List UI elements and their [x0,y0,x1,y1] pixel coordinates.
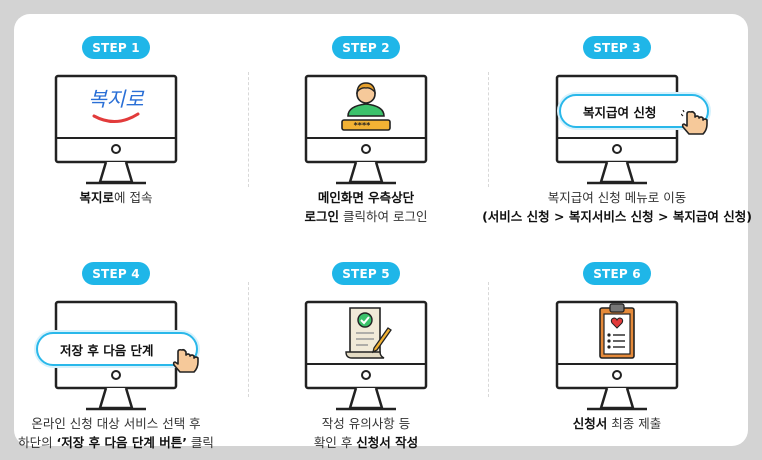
step-badge: STEP 3 [583,36,651,59]
hand-pointer-icon [681,110,708,135]
step-3: STEP 3 복지급여 신청 복지급여 신청 메뉴로 이동 (서비스 신청 > … [482,14,752,228]
step-caption: 메인화면 우측상단 로그인 클릭하여 로그인 [304,190,428,224]
step-badge: STEP 5 [332,262,400,285]
monitor-icon [304,300,428,411]
divider [488,72,489,187]
step-caption: 온라인 신청 대상 서비스 선택 후 하단의 ‘저장 후 다음 단계 버튼’ 클… [18,416,214,450]
step-badge: STEP 6 [583,262,651,285]
password-mask: **** [354,121,372,130]
step-5: STEP 5 작성 유의사항 등 확인 후 신청서 작성 [246,240,486,454]
document-check-icon [345,307,392,359]
monitor-icon [555,74,679,185]
apply-benefit-button[interactable]: 복지급여 신청 [559,94,709,128]
step-1: STEP 1 복지로 복지로에 접속 [0,14,236,228]
step-badge: STEP 2 [332,36,400,59]
divider [488,282,489,397]
step-caption: 신청서 최종 제출 [572,416,662,431]
step-caption: 복지로에 접속 [79,190,153,205]
step-2: STEP 2 **** 메인화면 우측상단 로그인 클릭하여 로그인 [246,14,486,228]
step-caption: 복지급여 신청 메뉴로 이동 (서비스 신청 > 복지서비스 신청 > 복지급여… [482,190,752,224]
steps-card: STEP 1 복지로 복지로에 접속 STEP 2 [14,14,752,450]
save-next-step-button[interactable]: 저장 후 다음 단계 [36,332,198,366]
monitor-icon: 복지로 [54,74,178,185]
monitor-icon [555,300,679,411]
clipboard-heart-icon [599,303,635,359]
divider [248,72,249,187]
monitor-icon: **** [304,74,428,185]
step-caption: 작성 유의사항 등 확인 후 신청서 작성 [313,416,419,450]
user-login-icon: **** [341,82,391,131]
bokjiro-logo: 복지로 [88,87,145,111]
step-6: STEP 6 신청서 최종 제출 [497,240,737,454]
step-badge: STEP 4 [82,262,150,285]
step-badge: STEP 1 [82,36,150,59]
step-4: STEP 4 저장 후 다음 단계 온라인 신청 대상 서비스 선택 후 하단의… [0,240,236,454]
divider [248,282,249,397]
hand-pointer-icon [172,348,199,373]
